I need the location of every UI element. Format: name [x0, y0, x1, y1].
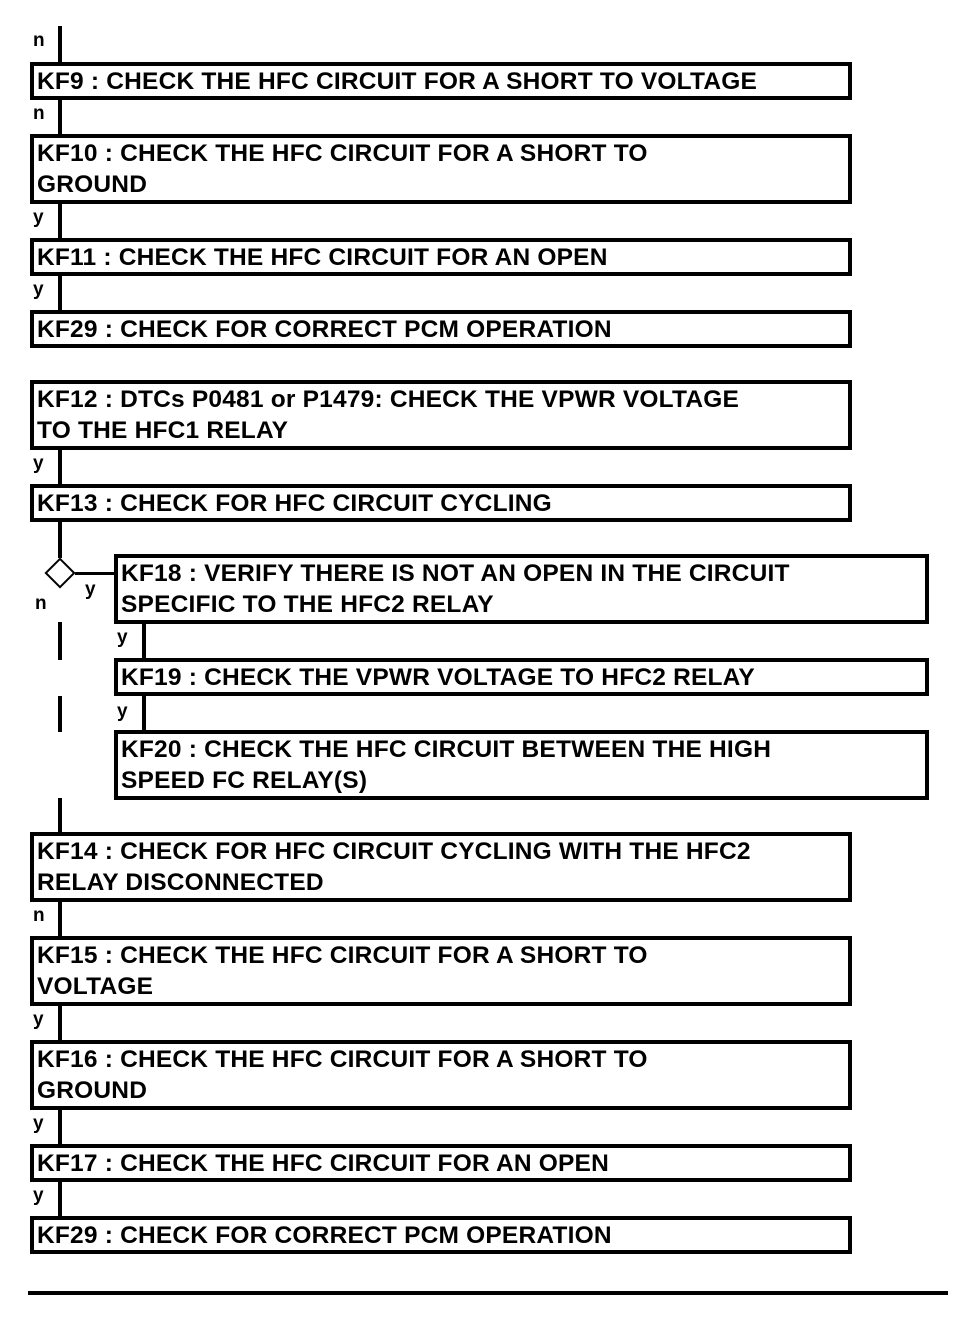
- step-kf18: KF18 : VERIFY THERE IS NOT AN OPEN IN TH…: [114, 554, 929, 624]
- step-kf16-line1: KF16 : CHECK THE HFC CIRCUIT FOR A SHORT…: [37, 1046, 648, 1073]
- connector-no-branch-3: [58, 798, 62, 834]
- step-kf12-line2: TO THE HFC1 RELAY: [37, 417, 289, 444]
- connector-decision-kf18: [75, 572, 118, 575]
- connector-kf15-kf16: [58, 1004, 62, 1042]
- step-kf17-text: KF17 : CHECK THE HFC CIRCUIT FOR AN OPEN: [37, 1150, 609, 1177]
- step-kf29-first: KF29 : CHECK FOR CORRECT PCM OPERATION: [30, 310, 852, 348]
- step-kf19-text: KF19 : CHECK THE VPWR VOLTAGE TO HFC2 RE…: [121, 664, 755, 691]
- connector-no-branch-2: [58, 696, 62, 732]
- connector-kf17-kf29: [58, 1180, 62, 1218]
- connector-kf9-kf10: [58, 98, 62, 134]
- step-kf20: KF20 : CHECK THE HFC CIRCUIT BETWEEN THE…: [114, 730, 929, 800]
- connector-kf16-kf17: [58, 1108, 62, 1146]
- step-kf18-line1: KF18 : VERIFY THERE IS NOT AN OPEN IN TH…: [121, 560, 790, 587]
- step-kf29-first-text: KF29 : CHECK FOR CORRECT PCM OPERATION: [37, 316, 612, 343]
- step-kf14-line1: KF14 : CHECK FOR HFC CIRCUIT CYCLING WIT…: [37, 838, 751, 865]
- label-after-kf16: y: [33, 1113, 44, 1134]
- label-after-kf19: y: [117, 701, 128, 722]
- step-kf17: KF17 : CHECK THE HFC CIRCUIT FOR AN OPEN: [30, 1144, 852, 1182]
- step-kf12: KF12 : DTCs P0481 or P1479: CHECK THE VP…: [30, 380, 852, 450]
- step-kf15-line2: VOLTAGE: [37, 973, 154, 1000]
- step-kf9-text: KF9 : CHECK THE HFC CIRCUIT FOR A SHORT …: [37, 68, 758, 95]
- connector-kf11-kf29: [58, 274, 62, 310]
- bottom-divider: [28, 1291, 948, 1295]
- step-kf15: KF15 : CHECK THE HFC CIRCUIT FOR A SHORT…: [30, 936, 852, 1006]
- step-kf11-text: KF11 : CHECK THE HFC CIRCUIT FOR AN OPEN: [37, 244, 608, 271]
- connector-top: [58, 26, 62, 62]
- connector-no-branch-1: [58, 622, 62, 660]
- step-kf10: KF10 : CHECK THE HFC CIRCUIT FOR A SHORT…: [30, 134, 852, 204]
- step-kf15-line1: KF15 : CHECK THE HFC CIRCUIT FOR A SHORT…: [37, 942, 648, 969]
- decision-diamond: [44, 557, 76, 589]
- step-kf20-line2: SPEED FC RELAY(S): [121, 767, 368, 794]
- step-kf10-line1: KF10 : CHECK THE HFC CIRCUIT FOR A SHORT…: [37, 140, 648, 167]
- label-decision-yes: y: [85, 579, 96, 600]
- label-top-n: n: [33, 30, 45, 51]
- step-kf10-line2: GROUND: [37, 171, 148, 198]
- label-after-kf9: n: [33, 103, 45, 124]
- step-kf19: KF19 : CHECK THE VPWR VOLTAGE TO HFC2 RE…: [114, 658, 929, 696]
- step-kf16-line2: GROUND: [37, 1077, 148, 1104]
- step-kf29-second: KF29 : CHECK FOR CORRECT PCM OPERATION: [30, 1216, 852, 1254]
- label-after-kf18: y: [117, 627, 128, 648]
- label-after-kf10: y: [33, 207, 44, 228]
- step-kf14: KF14 : CHECK FOR HFC CIRCUIT CYCLING WIT…: [30, 832, 852, 902]
- step-kf20-line1: KF20 : CHECK THE HFC CIRCUIT BETWEEN THE…: [121, 736, 772, 763]
- connector-kf12-kf13: [58, 448, 62, 484]
- step-kf13: KF13 : CHECK FOR HFC CIRCUIT CYCLING: [30, 484, 852, 522]
- step-kf9: KF9 : CHECK THE HFC CIRCUIT FOR A SHORT …: [30, 62, 852, 100]
- label-decision-no: n: [35, 593, 47, 614]
- step-kf13-text: KF13 : CHECK FOR HFC CIRCUIT CYCLING: [37, 490, 552, 517]
- connector-kf13-decision: [58, 520, 62, 558]
- step-kf12-line1: KF12 : DTCs P0481 or P1479: CHECK THE VP…: [37, 386, 740, 413]
- step-kf29-second-text: KF29 : CHECK FOR CORRECT PCM OPERATION: [37, 1222, 612, 1249]
- connector-kf10-kf11: [58, 202, 62, 238]
- connector-kf18-kf19: [142, 622, 146, 658]
- label-after-kf12: y: [33, 453, 44, 474]
- label-after-kf17: y: [33, 1185, 44, 1206]
- connector-kf19-kf20: [142, 694, 146, 732]
- label-after-kf15: y: [33, 1009, 44, 1030]
- step-kf18-line2: SPECIFIC TO THE HFC2 RELAY: [121, 591, 494, 618]
- step-kf14-line2: RELAY DISCONNECTED: [37, 869, 324, 896]
- step-kf16: KF16 : CHECK THE HFC CIRCUIT FOR A SHORT…: [30, 1040, 852, 1110]
- step-kf11: KF11 : CHECK THE HFC CIRCUIT FOR AN OPEN: [30, 238, 852, 276]
- label-after-kf11: y: [33, 279, 44, 300]
- label-after-kf14: n: [33, 905, 45, 926]
- connector-kf14-kf15: [58, 900, 62, 938]
